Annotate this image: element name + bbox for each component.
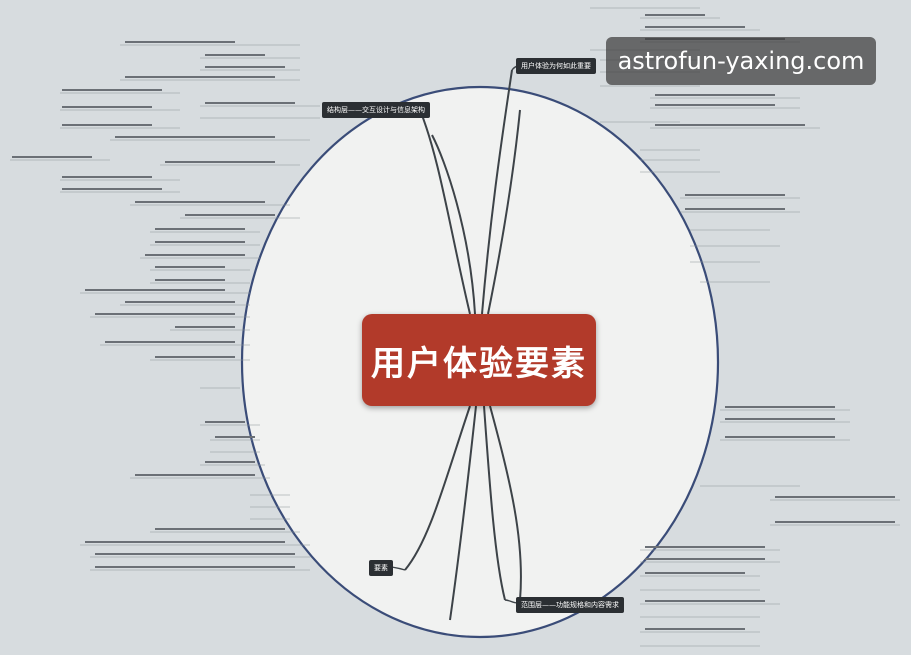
branch-label-scope[interactable]: 范围层——功能规格和内容需求	[516, 597, 624, 613]
root-connectors	[404, 69, 522, 621]
watermark: astrofun-yaxing.com	[606, 37, 876, 85]
root-node[interactable]: 用户体验要素	[362, 314, 596, 406]
branch-label-elements[interactable]: 要素	[369, 560, 393, 576]
branch-label-importance[interactable]: 用户体验为何如此重要	[516, 58, 596, 74]
leaf-lines-left	[10, 44, 320, 571]
leaf-text-marks	[12, 14, 895, 630]
branch-label-structure[interactable]: 结构层——交互设计与信息架构	[322, 102, 430, 118]
